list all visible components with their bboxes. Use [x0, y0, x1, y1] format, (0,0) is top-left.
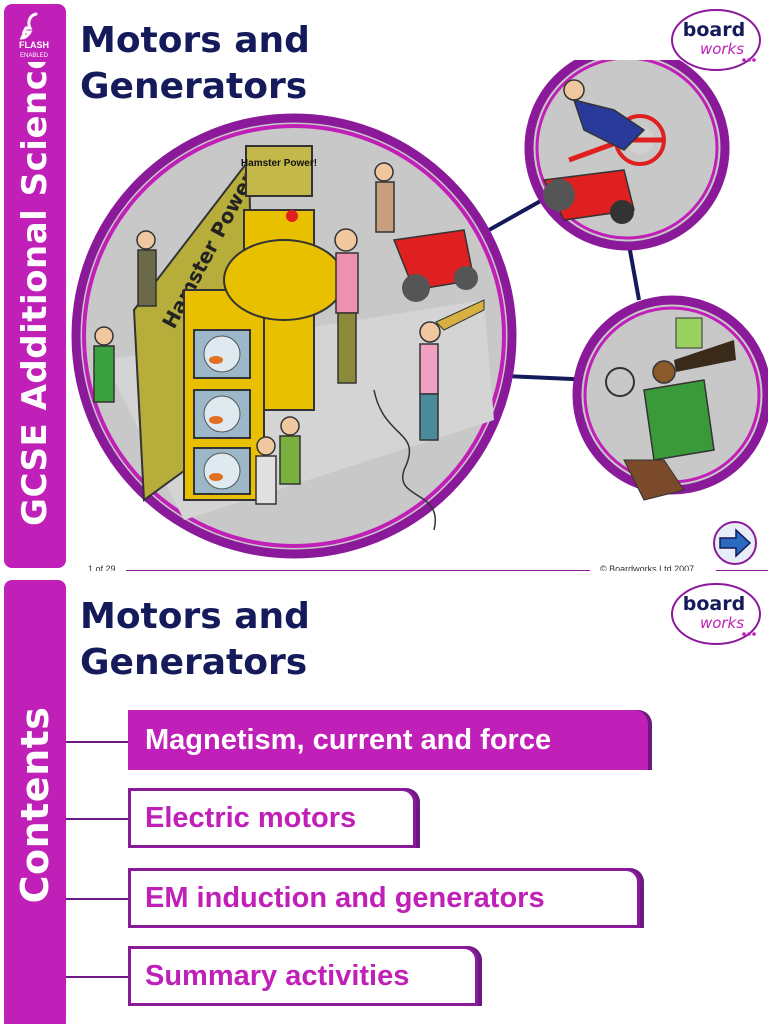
logo-word-works: works — [700, 614, 744, 632]
title-slide: GCSE Additional Science FLASH ENABLED Mo… — [4, 4, 768, 574]
logo-word-board: board — [683, 593, 745, 615]
menu-item-magnetism[interactable]: Magnetism, current and force — [128, 710, 648, 770]
hairdryer-scene-circle — [572, 295, 768, 501]
sign-label: Hamster Power! — [241, 158, 317, 169]
page-title: Motors and Generators — [80, 18, 310, 110]
logo-word-board: board — [683, 19, 745, 41]
page-title: Motors and Generators — [80, 594, 310, 686]
menu-item-summary[interactable]: Summary activities — [128, 946, 478, 1006]
menu-item-label: Electric motors — [145, 801, 357, 834]
footer-divider-right — [716, 570, 768, 572]
menu-connector — [66, 898, 128, 900]
flash-logo-icon: FLASH ENABLED — [12, 10, 56, 62]
title-line-2: Generators — [80, 66, 308, 107]
menu-item-label: Magnetism, current and force — [145, 723, 552, 756]
next-slide-button[interactable] — [712, 520, 758, 566]
menu-connector — [66, 976, 128, 978]
hamster-power-illustration: Hamster Power Hamster Power! — [71, 60, 768, 559]
flash-badge-text: FLASH — [19, 40, 49, 50]
sidebar: Contents — [4, 580, 66, 1024]
logo-word-works: works — [700, 40, 744, 58]
menu-item-label: EM induction and generators — [145, 881, 545, 914]
title-line-1: Motors and — [80, 20, 310, 61]
copyright: © Boardworks Ltd 2007 — [600, 564, 695, 574]
sidebar-label: GCSE Additional Science — [15, 46, 55, 526]
menu-item-em-induction[interactable]: EM induction and generators — [128, 868, 640, 928]
page-number: 1 of 29 — [88, 564, 116, 574]
cyclist-scene-circle — [524, 60, 730, 251]
contents-slide: Contents Motors and Generators board wor… — [0, 576, 768, 1024]
menu-item-label: Summary activities — [145, 959, 410, 992]
flash-badge-subtext: ENABLED — [20, 53, 49, 59]
boardworks-logo: board works — [671, 9, 761, 71]
arrow-right-icon — [719, 528, 752, 558]
sidebar-label: Contents — [13, 706, 57, 904]
sidebar: GCSE Additional Science — [4, 4, 66, 568]
menu-connector — [66, 818, 128, 820]
menu-connector — [66, 741, 128, 743]
title-line-2: Generators — [80, 642, 308, 683]
title-line-1: Motors and — [80, 596, 310, 637]
footer-divider — [126, 570, 590, 572]
menu-item-electric-motors[interactable]: Electric motors — [128, 788, 416, 848]
slide-divider — [0, 571, 768, 577]
main-scene-circle: Hamster Power Hamster Power! — [71, 113, 517, 559]
boardworks-logo: board works — [671, 583, 761, 645]
